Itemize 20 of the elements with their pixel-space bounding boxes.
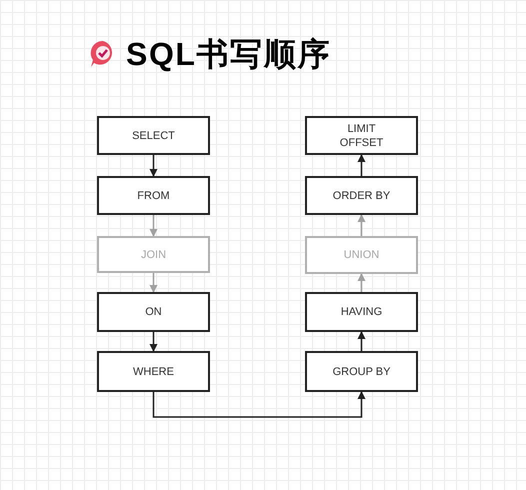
process-box: ON <box>97 292 210 332</box>
arrow <box>358 154 366 176</box>
arrow <box>358 331 366 351</box>
arrow <box>150 155 158 177</box>
process-box: JOIN <box>97 236 210 273</box>
title: SQL书写顺序 <box>126 35 331 74</box>
process-box: LIMIT OFFSET <box>305 116 418 155</box>
process-box: HAVING <box>305 292 418 332</box>
arrow <box>358 214 366 236</box>
process-box: ORDER BY <box>305 176 418 215</box>
process-box: GROUP BY <box>305 351 418 392</box>
process-box: SELECT <box>97 116 210 155</box>
arrow <box>150 215 158 237</box>
arrow <box>150 332 158 352</box>
process-box: WHERE <box>97 351 210 392</box>
arrow <box>358 273 366 292</box>
process-box: FROM <box>97 176 210 215</box>
process-box: UNION <box>305 236 418 274</box>
arrow <box>150 273 158 293</box>
arrow <box>152 391 366 418</box>
